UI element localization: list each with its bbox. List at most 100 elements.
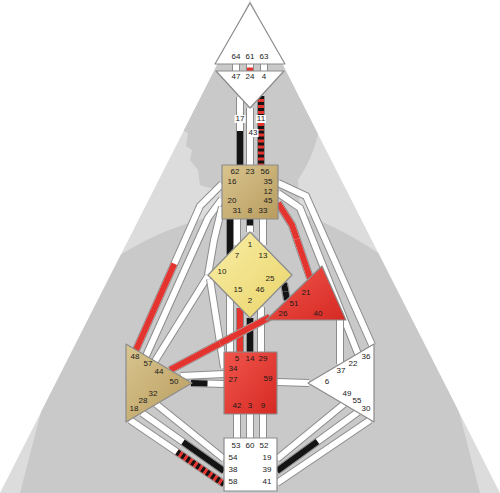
channel-outline [233,414,241,438]
channel-outline [246,414,254,438]
gate-number: 31 [233,207,242,215]
channel-outline [155,276,208,361]
center-box: 514293459274239 [224,352,277,414]
channel-body [284,283,287,300]
gate-number: 1 [248,241,252,249]
gate-number: 10 [218,268,227,276]
gate-number: 24 [246,73,255,81]
channel [264,64,265,71]
center-shape [222,165,278,219]
gate-number: 33 [259,207,268,215]
channel-body [337,320,343,364]
center-box: 47244171143 [214,70,286,140]
gate-number: 56 [261,168,270,176]
channel-outline [260,64,268,71]
channel-outline [336,320,344,364]
gate-number: 20 [228,197,237,205]
gate-number: 61 [246,53,255,61]
channel-body [247,64,253,71]
channel-fill [170,344,220,371]
gate-number: 57 [144,360,153,368]
channel-body [233,64,239,71]
gate-number: 18 [130,405,139,413]
channel-body [277,420,370,483]
center-box: 64 61 63 [214,1,286,65]
center-shape [224,352,277,414]
gate-number: 62 [231,168,240,176]
gate-number: 52 [260,442,269,450]
channel-outline [259,414,267,438]
gate-number: 9 [261,402,265,410]
gate-number: 11 [256,115,266,123]
gate-number: 12 [264,188,273,196]
center-shape [216,71,284,108]
channel-body [237,97,243,165]
center-box: 21512640 [264,264,348,322]
gate-number: 54 [229,454,238,462]
channel-body [247,219,253,232]
channel [261,96,262,165]
channel-fill [237,131,243,165]
gate-number: 26 [279,310,288,318]
gate-number: 15 [234,286,243,294]
gate-number: 22 [349,360,358,368]
channel-fill [237,308,243,330]
gate-number: 51 [290,300,299,308]
gate-number: 58 [229,478,238,486]
channel-body [260,219,266,245]
channel [277,420,370,483]
gate-number: 41 [263,478,272,486]
gate-number: 27 [229,376,238,384]
gate-number: 35 [264,178,273,186]
channel-body [258,307,264,352]
gate-number: 13 [259,252,268,260]
channel-outline [277,412,358,471]
channel-outline [191,383,224,384]
gate-number: 4 [262,73,266,81]
channel-outline [259,219,267,245]
center-shape [308,344,374,422]
gate-number: 50 [170,378,179,386]
channel-stripes [258,96,264,131]
gate-number: 46 [256,286,265,294]
gate-number: 45 [264,197,273,205]
gate-number: 59 [264,375,273,383]
channel-outline [181,374,224,376]
channel [250,414,251,438]
channel-body [277,382,309,383]
gate-number: 64 [232,53,241,61]
channel-body [181,374,224,376]
gate-number: 55 [353,397,362,405]
gate-number: 19 [263,454,272,462]
channel-outline [156,404,224,459]
channel [191,383,224,384]
channel [250,64,251,71]
channel-outline [284,283,287,300]
channel-outline [210,279,224,368]
channel-body [247,414,253,438]
gate-number: 30 [362,405,371,413]
gate-number: 49 [343,390,352,398]
channel-fill [247,219,253,226]
center-box: 536052541938395841 [224,438,277,491]
channel-body [260,414,266,438]
gate-number: 7 [235,252,239,260]
gate-number: 37 [337,367,346,375]
channel-body [261,64,267,71]
channel-fill [258,96,264,131]
channel-body [156,404,224,459]
center-box: 48574450322818 [124,342,194,424]
channel-fill [220,317,270,344]
body-silhouette [20,22,480,493]
channel-outline [233,219,241,245]
channel-body [191,383,224,384]
gate-number: 63 [260,53,269,61]
channel [263,414,264,438]
channel-outline [277,382,309,383]
channel [156,404,224,459]
channel [155,276,208,361]
channel-body [258,96,264,165]
gate-number: 28 [139,397,148,405]
gate-number: 47 [232,73,241,81]
